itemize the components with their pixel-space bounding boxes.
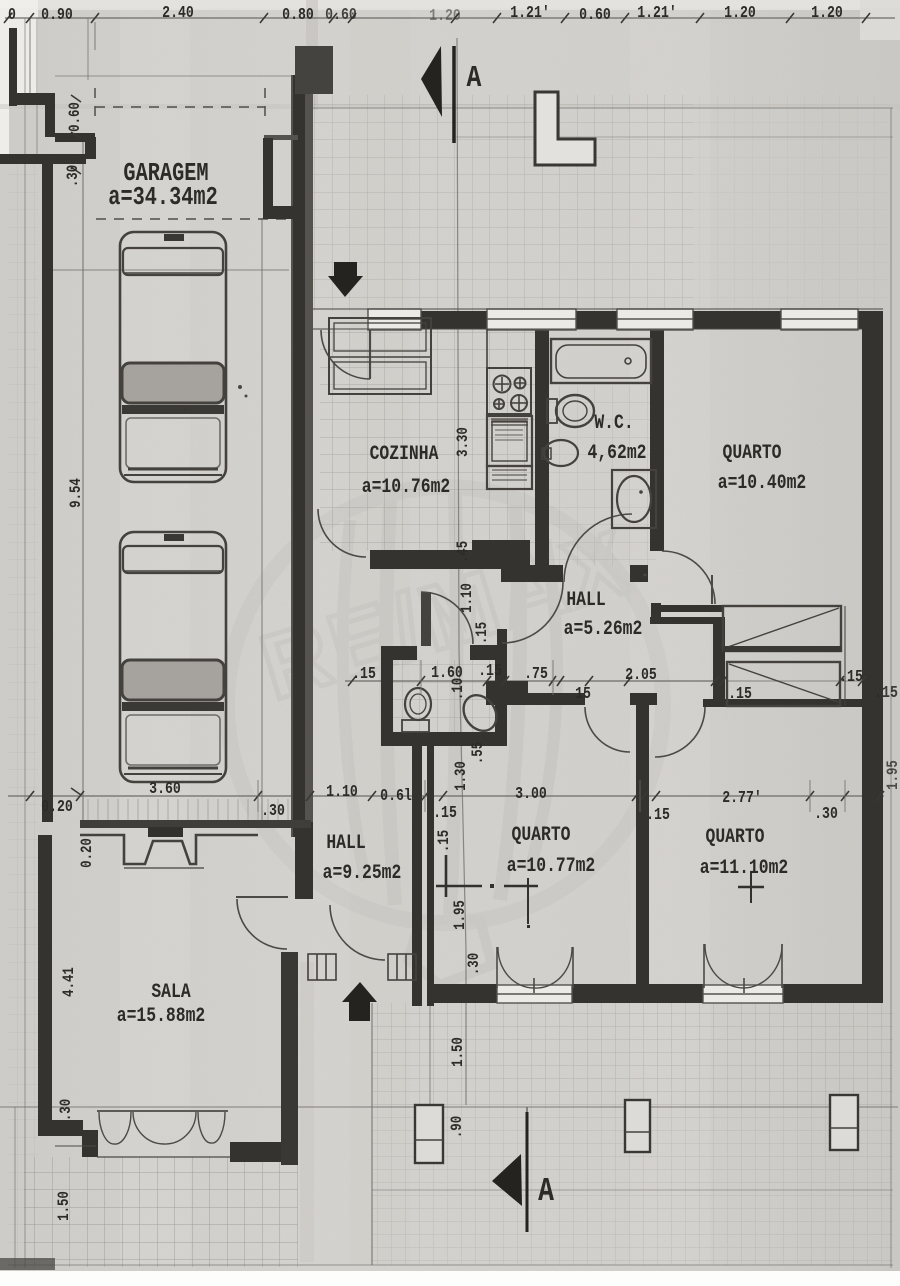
svg-text:3.30: 3.30 xyxy=(455,427,473,457)
svg-text:1.20: 1.20 xyxy=(429,8,461,26)
svg-text:1.20: 1.20 xyxy=(724,5,756,23)
svg-text:SALA: SALA xyxy=(151,980,191,1003)
svg-text:0.90: 0.90 xyxy=(41,7,73,25)
svg-text:.15: .15 xyxy=(728,686,752,704)
svg-text:0: 0 xyxy=(8,7,16,25)
svg-text:a=34.34m2: a=34.34m2 xyxy=(108,183,217,212)
svg-text:a=10.40m2: a=10.40m2 xyxy=(718,471,806,494)
svg-text:a=5.26m2: a=5.26m2 xyxy=(564,617,643,640)
svg-text:0.20: 0.20 xyxy=(41,799,73,817)
svg-text:1.60: 1.60 xyxy=(431,665,463,683)
svg-text:.45: .45 xyxy=(455,541,473,563)
svg-text:3.00: 3.00 xyxy=(515,786,547,804)
svg-text:2.40: 2.40 xyxy=(162,5,194,23)
svg-text:QUARTO: QUARTO xyxy=(706,825,765,848)
svg-text:.15: .15 xyxy=(436,830,454,852)
svg-text:.30: .30 xyxy=(261,803,285,821)
svg-text:HALL: HALL xyxy=(326,831,365,854)
svg-text:15: 15 xyxy=(575,686,591,704)
svg-text:0.60: 0.60 xyxy=(67,102,85,132)
svg-text:.15: .15 xyxy=(874,685,898,703)
svg-text:.30: .30 xyxy=(466,953,484,975)
svg-text:0.60: 0.60 xyxy=(579,7,611,25)
svg-text:1.95: 1.95 xyxy=(885,760,900,790)
svg-text:.15: .15 xyxy=(478,663,502,681)
svg-text:.30: .30 xyxy=(58,1099,76,1121)
svg-text:1.10: 1.10 xyxy=(326,784,358,802)
svg-text:3.60: 3.60 xyxy=(149,781,181,799)
svg-text:QUARTO: QUARTO xyxy=(512,823,571,846)
svg-text:a=10.76m2: a=10.76m2 xyxy=(362,475,450,498)
svg-text:COZINHA: COZINHA xyxy=(370,442,440,465)
svg-text:.15: .15 xyxy=(352,666,376,684)
svg-text:1.20: 1.20 xyxy=(811,5,843,23)
svg-text:.75: .75 xyxy=(524,666,548,684)
svg-text:.90: .90 xyxy=(449,1116,467,1138)
svg-text:A: A xyxy=(538,1172,554,1210)
svg-text:a=9.25m2: a=9.25m2 xyxy=(323,861,402,884)
svg-text:0.80: 0.80 xyxy=(282,7,314,25)
svg-text:1.21': 1.21' xyxy=(510,5,550,23)
svg-text:.15: .15 xyxy=(646,807,670,825)
svg-text:1.50: 1.50 xyxy=(56,1191,74,1221)
svg-text:.30: .30 xyxy=(814,806,838,824)
svg-text:.55: .55 xyxy=(470,742,488,764)
svg-text:9.54: 9.54 xyxy=(68,478,86,508)
svg-text:.10: .10 xyxy=(450,678,468,700)
svg-text:GARAGEM: GARAGEM xyxy=(123,159,208,188)
svg-text:a=15.88m2: a=15.88m2 xyxy=(117,1004,205,1027)
svg-text:A: A xyxy=(467,62,482,96)
svg-text:HALL: HALL xyxy=(566,588,605,611)
svg-text:1.30: 1.30 xyxy=(453,761,471,791)
svg-text:1.50: 1.50 xyxy=(450,1037,468,1067)
svg-text:a=10.77m2: a=10.77m2 xyxy=(507,854,595,877)
svg-text:.30: .30 xyxy=(65,165,83,187)
svg-text:QUARTO: QUARTO xyxy=(723,441,782,464)
svg-text:4,62m2: 4,62m2 xyxy=(588,441,647,464)
svg-text:4.41: 4.41 xyxy=(61,967,79,997)
svg-text:W.C.: W.C. xyxy=(594,411,633,434)
svg-text:.15: .15 xyxy=(839,669,863,687)
svg-text:0.20: 0.20 xyxy=(79,838,97,868)
svg-text:0.60: 0.60 xyxy=(325,7,357,25)
svg-text:a=11.10m2: a=11.10m2 xyxy=(700,856,788,879)
svg-text:.15: .15 xyxy=(474,622,492,644)
svg-text:2.05: 2.05 xyxy=(625,667,657,685)
svg-text:0.6l: 0.6l xyxy=(380,788,412,806)
svg-text:1.21': 1.21' xyxy=(637,5,677,23)
svg-text:1.95: 1.95 xyxy=(452,900,470,930)
svg-text:1.10: 1.10 xyxy=(459,583,477,613)
svg-text:2.77': 2.77' xyxy=(722,790,762,808)
svg-text:.15: .15 xyxy=(433,805,457,823)
